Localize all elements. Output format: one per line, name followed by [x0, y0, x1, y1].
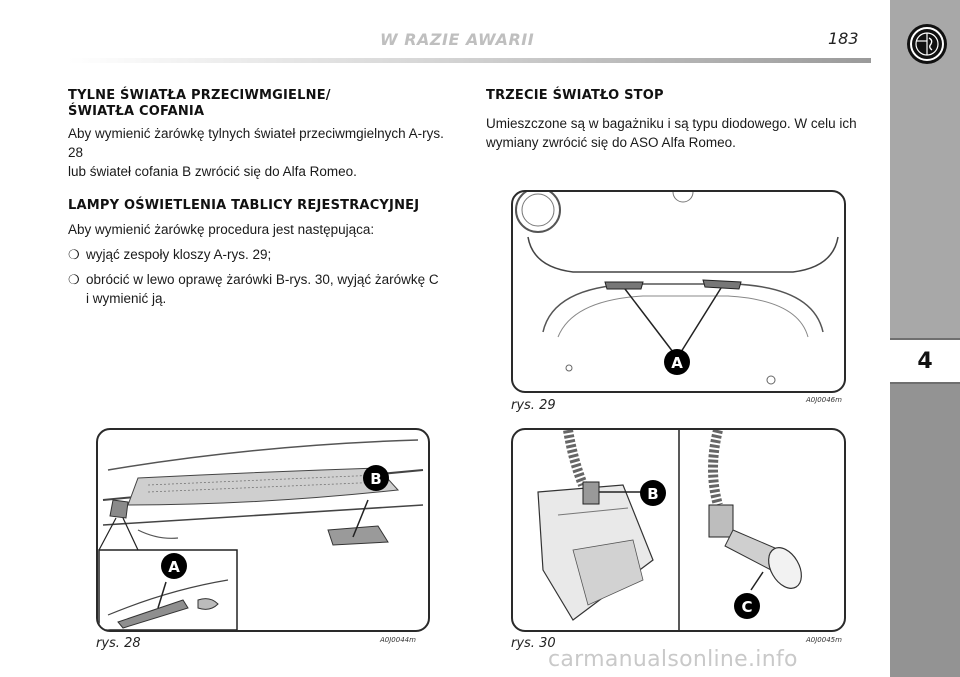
chapter-number: 4 — [890, 338, 960, 384]
section-heading-plate-lights: LAMPY OŚWIETLENIA TABLICY REJESTRACYJNEJ — [68, 198, 420, 213]
list-item: ❍ wyjąć zespoły kloszy A-rys. 29; — [68, 245, 460, 264]
callout-c: C — [741, 598, 752, 616]
callout-b: B — [647, 485, 658, 503]
figure-29-trunk-lid: A — [511, 190, 846, 393]
header-rule — [68, 58, 871, 63]
figure-28-code: A0J0044m — [380, 636, 416, 644]
list-item-text: obrócić w lewo oprawę żarówki B-rys. 30,… — [86, 272, 439, 287]
bullet-circle-icon: ❍ — [68, 247, 80, 262]
figure-30-bulb-holder: B C — [511, 428, 846, 632]
paragraph-line: Umieszczone są w bagażniku i są typu dio… — [486, 116, 857, 131]
right-column: TRZECIE ŚWIATŁO STOP Umieszczone są w ba… — [486, 88, 871, 152]
paragraph-plate-lights-intro: Aby wymienić żarówkę procedura jest nast… — [68, 222, 375, 237]
figure-29-code: A0J0046m — [806, 396, 842, 404]
watermark-text: carmanualsonline.info — [548, 647, 798, 672]
running-header-title: W RAZIE AWARII — [380, 30, 535, 49]
section-heading-third-brake-light: TRZECIE ŚWIATŁO STOP — [486, 88, 664, 103]
alfa-romeo-logo-icon — [907, 24, 947, 64]
paragraph-fog-reverse-lights: Aby wymienić żarówkę tylnych świateł prz… — [68, 124, 460, 181]
bullet-circle-icon: ❍ — [68, 272, 80, 287]
list-item: ❍ obrócić w lewo oprawę żarówki B-rys. 3… — [68, 270, 460, 308]
paragraph-third-brake-light: Umieszczone są w bagażniku i są typu dio… — [486, 114, 871, 152]
section-heading-fog-reverse-lights: TYLNE ŚWIATŁA PRZECIWMGIELNE/ ŚWIATŁA CO… — [68, 88, 460, 120]
figure-30-caption: rys. 30 — [511, 636, 556, 651]
paragraph-line: wymiany zwrócić się do ASO Alfa Romeo. — [486, 135, 736, 150]
callout-a: A — [671, 354, 683, 372]
callout-b: B — [370, 470, 381, 488]
figure-30-illustration: B C — [537, 430, 802, 630]
paragraph-line: Aby wymienić żarówkę tylnych świateł prz… — [68, 126, 444, 160]
figure-29-caption: rys. 29 — [511, 398, 556, 413]
figure-28-caption: rys. 28 — [96, 636, 141, 651]
figure-28-rear-bumper: B A — [96, 428, 430, 632]
heading-line: TYLNE ŚWIATŁA PRZECIWMGIELNE/ — [68, 88, 331, 103]
figure-29-illustration: A — [515, 192, 839, 385]
paragraph-line: lub świateł cofania B zwrócić się do Alf… — [68, 164, 357, 179]
list-item-text: i wymienić ją. — [86, 291, 167, 306]
figure-28-illustration: B A — [98, 439, 424, 630]
left-column: TYLNE ŚWIATŁA PRZECIWMGIELNE/ ŚWIATŁA CO… — [68, 88, 460, 308]
list-item-text: wyjąć zespoły kloszy A-rys. 29; — [86, 247, 272, 262]
heading-line: ŚWIATŁA COFANIA — [68, 104, 205, 119]
page-number: 183 — [828, 29, 859, 48]
side-tab-lower-segment — [890, 384, 960, 677]
callout-a: A — [168, 558, 180, 576]
figure-30-code: A0J0045m — [806, 636, 842, 644]
